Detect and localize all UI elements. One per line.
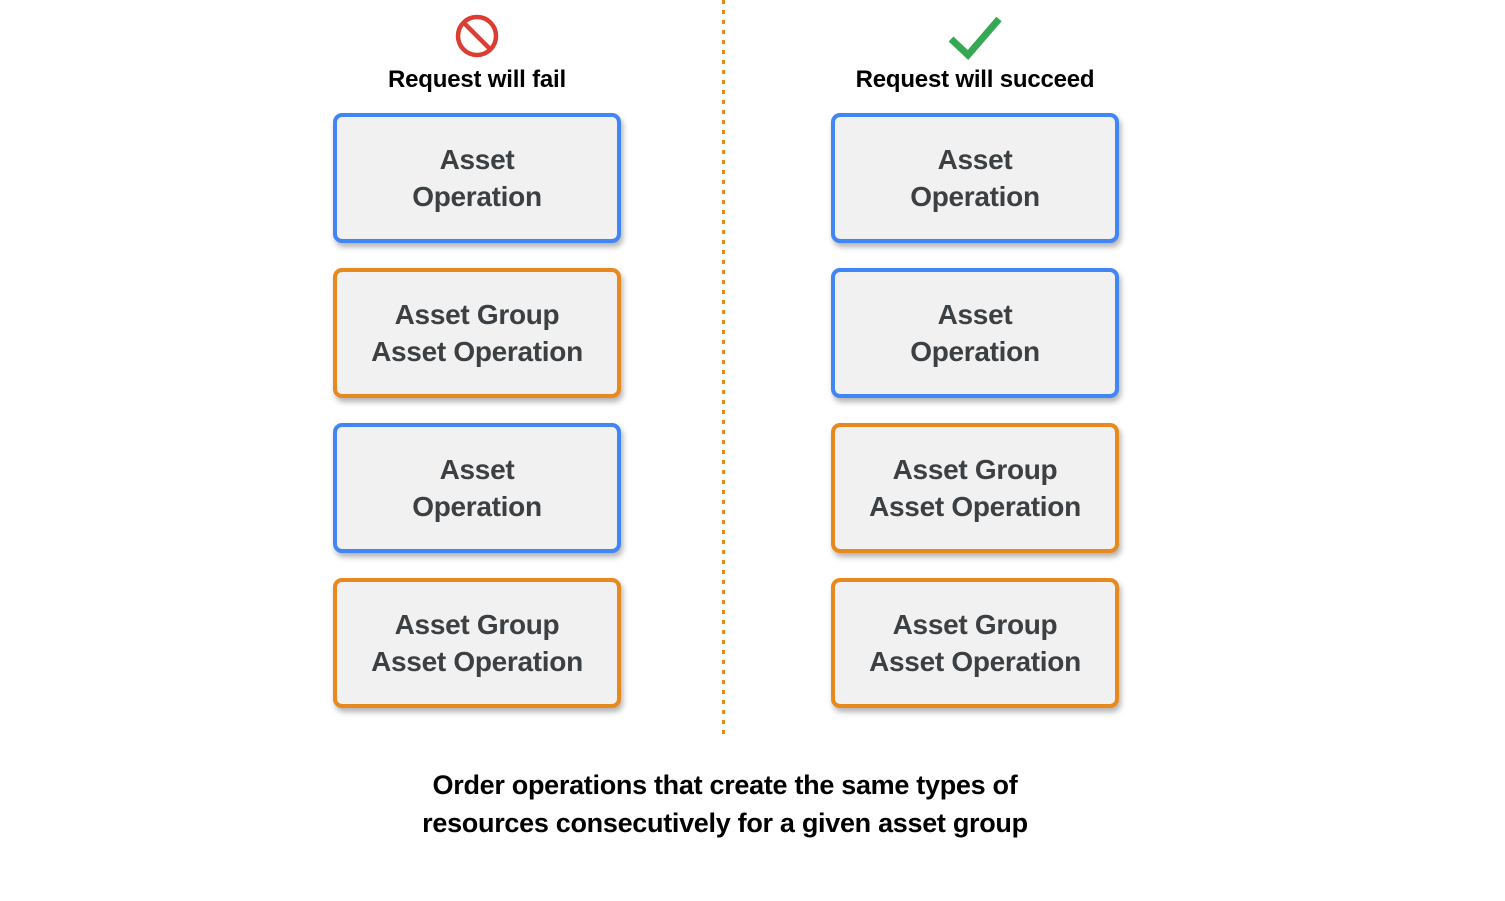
checkmark-icon bbox=[945, 8, 1005, 64]
column-header-succeed: Request will succeed bbox=[765, 8, 1185, 94]
card-label: Asset Group Asset Operation bbox=[371, 299, 583, 367]
column-header-label-fail: Request will fail bbox=[388, 66, 566, 93]
card-asset-operation: Asset Operation bbox=[831, 268, 1119, 398]
card-asset-group-asset-operation: Asset Group Asset Operation bbox=[831, 578, 1119, 708]
card-asset-operation: Asset Operation bbox=[831, 113, 1119, 243]
card-asset-operation: Asset Operation bbox=[333, 423, 621, 553]
card-asset-group-asset-operation: Asset Group Asset Operation bbox=[831, 423, 1119, 553]
card-asset-group-asset-operation: Asset Group Asset Operation bbox=[333, 268, 621, 398]
card-label: Asset Operation bbox=[412, 144, 542, 212]
column-header-label-succeed: Request will succeed bbox=[855, 66, 1095, 93]
card-list-fail: Asset Operation Asset Group Asset Operat… bbox=[267, 113, 687, 733]
caption-line-2: resources consecutively for a given asse… bbox=[422, 808, 1028, 838]
card-list-succeed: Asset Operation Asset Operation Asset Gr… bbox=[765, 113, 1185, 733]
card-label: Asset Operation bbox=[910, 144, 1040, 212]
card-label: Asset Operation bbox=[910, 299, 1040, 367]
caption-line-1: Order operations that create the same ty… bbox=[432, 770, 1018, 800]
card-label: Asset Operation bbox=[412, 454, 542, 522]
card-asset-group-asset-operation: Asset Group Asset Operation bbox=[333, 578, 621, 708]
card-label: Asset Group Asset Operation bbox=[371, 609, 583, 677]
card-label: Asset Group Asset Operation bbox=[869, 454, 1081, 522]
diagram-caption: Order operations that create the same ty… bbox=[0, 766, 1450, 842]
column-divider bbox=[722, 0, 725, 735]
prohibition-icon bbox=[453, 8, 501, 64]
card-asset-operation: Asset Operation bbox=[333, 113, 621, 243]
card-label: Asset Group Asset Operation bbox=[869, 609, 1081, 677]
column-header-fail: Request will fail bbox=[267, 8, 687, 94]
